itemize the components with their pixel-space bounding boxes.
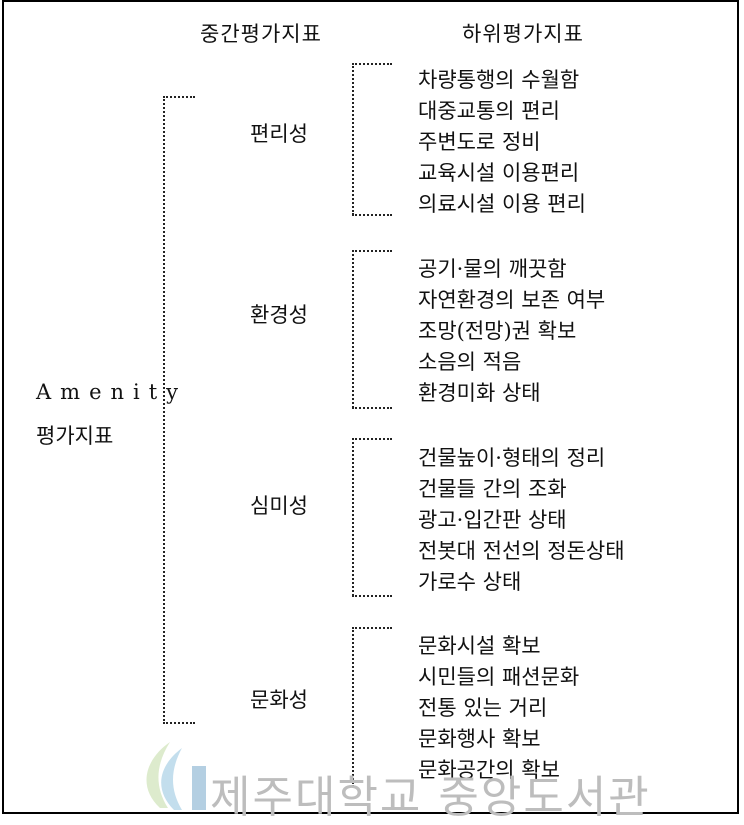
group-bracket-bottom [352,214,392,216]
group-bracket-top [352,627,392,629]
sub-item: 문화행사 확보 [418,727,541,751]
sub-item: 차량통행의 수월함 [418,68,580,92]
sub-item: 광고·입간판 상태 [418,508,567,532]
sub-item: 시민들의 패션문화 [418,665,580,689]
group-bracket-convenience [352,63,354,215]
group-bracket-aesthetics [352,438,354,596]
group-bracket-top [352,438,392,440]
sub-item: 조망(전망)권 확보 [418,319,577,343]
root-bracket-top [163,96,195,98]
header-mid-level: 중간평가지표 [200,22,322,46]
sub-item: 대중교통의 편리 [418,99,560,123]
watermark-text: 제주대학교 중앙도서관 [210,772,651,823]
sub-item: 건물높이·형태의 정리 [418,446,606,470]
figure-frame [2,0,739,814]
sub-item: 소음의 적음 [418,350,522,374]
root-bracket-bottom [163,722,195,724]
mid-item-convenience: 편리성 [250,122,308,146]
sub-item: 문화시설 확보 [418,634,541,658]
sub-item: 문화공간의 확보 [418,758,560,782]
mid-item-culture: 문화성 [250,688,308,712]
sub-item: 자연환경의 보존 여부 [418,288,606,312]
sub-item: 환경미화 상태 [418,381,541,405]
header-sub-level: 하위평가지표 [462,22,584,46]
mid-item-environment: 환경성 [250,303,308,327]
group-bracket-top [352,63,392,65]
sub-item: 교육시설 이용편리 [418,161,580,185]
root-bracket [163,96,165,724]
sub-item: 가로수 상태 [418,570,522,594]
sub-item: 의료시설 이용 편리 [418,192,586,216]
group-bracket-culture [352,627,354,787]
group-bracket-environment [352,250,354,408]
root-subtitle: 평가지표 [36,424,114,448]
mid-item-aesthetics: 심미성 [250,494,308,518]
root-title: Amenity [36,380,188,404]
sub-item: 전통 있는 거리 [418,696,548,720]
watermark-logo [146,742,206,810]
sub-item: 공기·물의 깨끗함 [418,257,567,281]
group-bracket-bottom [352,595,392,597]
frame-top-border [2,0,739,2]
group-bracket-bottom [352,407,392,409]
sub-item: 주변도로 정비 [418,130,541,154]
sub-item: 전봇대 전선의 정돈상태 [418,539,625,563]
group-bracket-top [352,250,392,252]
sub-item: 건물들 간의 조화 [418,477,567,501]
